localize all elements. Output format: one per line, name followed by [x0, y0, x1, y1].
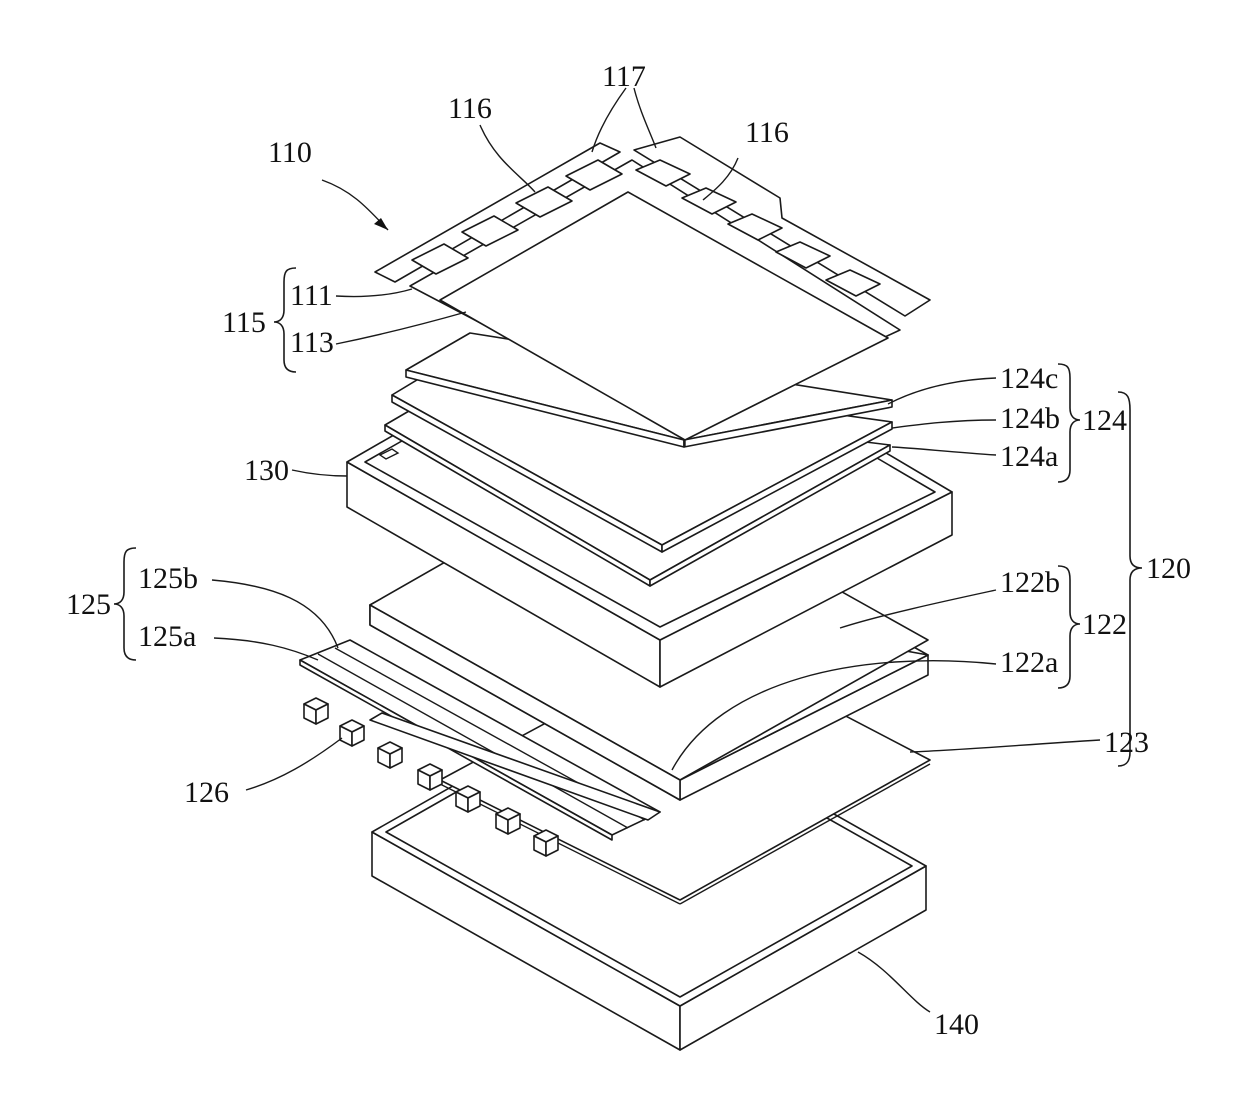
label-122: 122: [1082, 608, 1127, 641]
led-cube: [496, 808, 520, 834]
label-125: 125: [66, 588, 111, 621]
brace-122: [1058, 566, 1080, 688]
brace-125: [114, 548, 136, 660]
label-124c: 124c: [1000, 362, 1058, 395]
led-cube: [418, 764, 442, 790]
led-cube: [304, 698, 328, 724]
label-130: 130: [244, 454, 289, 487]
led-cube: [456, 786, 480, 812]
label-116-left: 116: [448, 92, 492, 125]
label-117: 117: [602, 60, 646, 93]
brace-120: [1118, 392, 1142, 766]
brace-124: [1058, 364, 1080, 482]
label-140: 140: [934, 1008, 979, 1041]
label-126: 126: [184, 776, 229, 809]
label-122a: 122a: [1000, 646, 1058, 679]
led-cube: [534, 830, 558, 856]
label-115: 115: [222, 306, 266, 339]
label-120: 120: [1146, 552, 1191, 585]
label-124: 124: [1082, 404, 1127, 437]
led-cube: [340, 720, 364, 746]
label-110: 110: [268, 136, 312, 169]
label-111: 111: [290, 279, 333, 312]
label-122b: 122b: [1000, 566, 1060, 599]
label-123: 123: [1104, 726, 1149, 759]
led-cube: [378, 742, 402, 768]
label-116-right: 116: [745, 116, 789, 149]
label-124b: 124b: [1000, 402, 1060, 435]
label-124a: 124a: [1000, 440, 1058, 473]
label-113: 113: [290, 326, 334, 359]
label-125b: 125b: [138, 562, 198, 595]
label-125a: 125a: [138, 620, 196, 653]
